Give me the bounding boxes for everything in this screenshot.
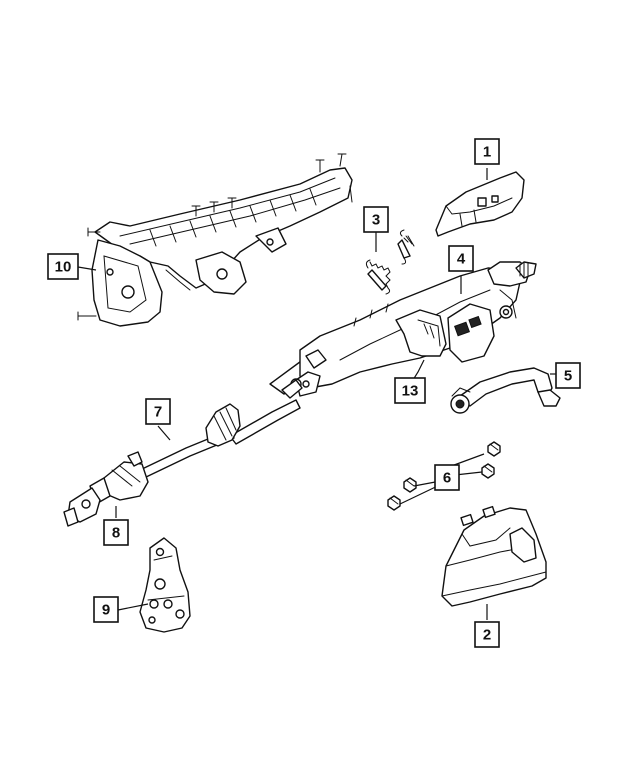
callout-9-label: 9 <box>102 602 110 619</box>
callout-2: 2 <box>474 621 500 648</box>
callout-13-label: 13 <box>402 383 419 400</box>
callout-10-label: 10 <box>55 259 72 276</box>
callout-9: 9 <box>93 596 119 623</box>
part-6-nuts <box>387 441 501 511</box>
part-10-support-bracket <box>77 153 353 327</box>
callout-6: 6 <box>434 464 460 491</box>
callout-1: 1 <box>474 138 500 165</box>
part-4-steering-column <box>269 261 537 397</box>
callout-3-label: 3 <box>372 212 380 229</box>
part-1-upper-shroud <box>435 171 525 237</box>
part-8-universal-joint <box>63 451 149 527</box>
callout-7-label: 7 <box>154 404 162 421</box>
callout-6-label: 6 <box>443 470 451 487</box>
part-9-bracket-plate <box>139 537 191 633</box>
part-2-lower-shroud <box>441 505 547 607</box>
part-5-tilt-lever <box>450 367 561 414</box>
callout-7: 7 <box>145 398 171 425</box>
callout-5: 5 <box>555 362 581 389</box>
callout-2-label: 2 <box>483 627 491 644</box>
callout-4: 4 <box>448 245 474 272</box>
callout-5-label: 5 <box>564 368 572 385</box>
callout-8: 8 <box>103 519 129 546</box>
callout-8-label: 8 <box>112 525 120 542</box>
part-7-intermediate-shaft <box>139 378 303 479</box>
callout-13: 13 <box>394 377 426 404</box>
callout-3: 3 <box>363 206 389 233</box>
callout-1-label: 1 <box>483 144 491 161</box>
part-3-springs <box>365 229 415 295</box>
callout-4-label: 4 <box>457 251 466 268</box>
callout-10: 10 <box>47 253 79 280</box>
